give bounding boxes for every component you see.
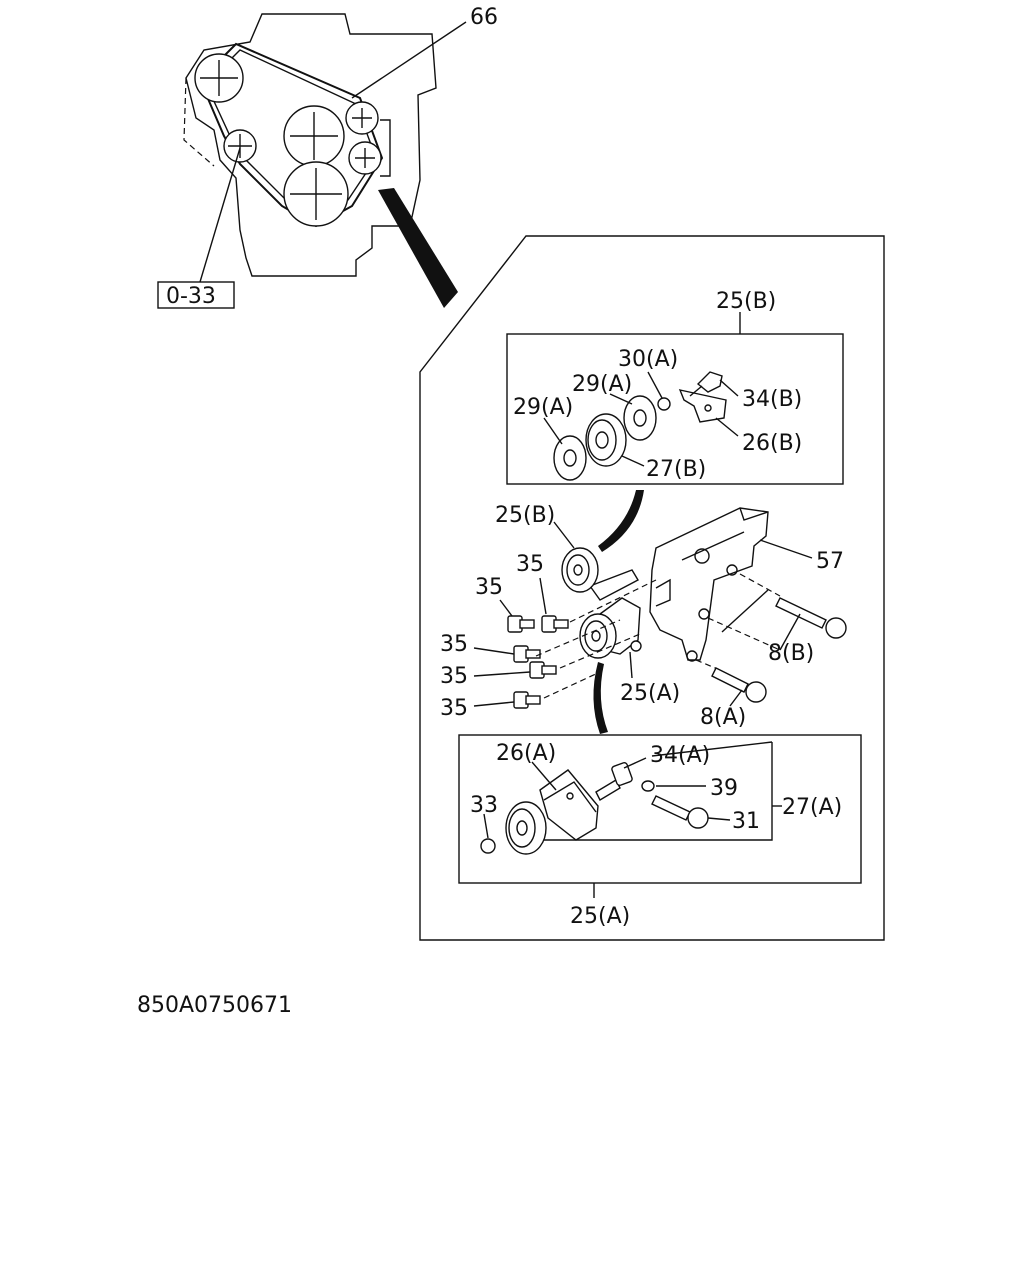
detail-pointer	[378, 188, 458, 308]
callout-57: 57	[816, 549, 844, 574]
bracket-26b	[678, 389, 727, 423]
callout-25a-bottom: 25(A)	[570, 904, 630, 929]
callout-0-33: 0-33	[166, 284, 216, 309]
bolt-35-2	[541, 615, 569, 633]
nut-33	[480, 838, 496, 854]
callout-39: 39	[710, 776, 738, 801]
callout-33: 33	[470, 793, 498, 818]
bracket-57	[649, 507, 769, 661]
figure-id: 850A0750671	[137, 993, 292, 1018]
bolt-35-5	[513, 691, 541, 709]
bolt-35-4	[529, 661, 557, 679]
callout-27a: 27(A)	[782, 795, 842, 820]
subassembly-25b: 25(B) 29(A) 29(A) 30(A) 34(B) 26(B) 27(	[506, 289, 844, 485]
washer-39	[641, 780, 655, 792]
callout-31: 31	[732, 809, 760, 834]
callout-35-d: 35	[440, 664, 468, 689]
bolt-8b	[775, 597, 847, 639]
callout-35-b: 35	[475, 575, 503, 600]
callout-8b: 8(B)	[768, 641, 814, 666]
connector-25a	[593, 662, 608, 734]
engine-overview: 66 0-33	[157, 5, 498, 309]
detail-frame	[419, 235, 885, 941]
box-25b	[506, 333, 844, 485]
callout-34b: 34(B)	[742, 387, 802, 412]
bolt-34a	[595, 762, 633, 801]
nut-30a	[657, 397, 671, 411]
callout-30a: 30(A)	[618, 347, 678, 372]
callout-34a: 34(A)	[650, 743, 710, 768]
callout-25b-top: 25(B)	[716, 289, 776, 314]
callout-27b: 27(B)	[646, 457, 706, 482]
bolt-35-1	[507, 615, 535, 633]
callout-29a-left: 29(A)	[513, 395, 573, 420]
callout-25b-mid: 25(B)	[495, 503, 555, 528]
connector-25b	[598, 490, 644, 552]
callout-35-c: 35	[440, 632, 468, 657]
callout-26a: 26(A)	[496, 741, 556, 766]
bolt-34b	[696, 371, 723, 393]
subassembly-25a: 26(A) 34(A) 39 33 31 27(A) 25(A)	[458, 734, 862, 929]
box-25a	[458, 734, 862, 884]
bolt-31	[651, 795, 709, 829]
callout-35-a: 35	[516, 552, 544, 577]
callout-26b: 26(B)	[742, 431, 802, 456]
callout-25a-mid: 25(A)	[620, 681, 680, 706]
callout-29a-right: 29(A)	[572, 372, 632, 397]
callout-35-e: 35	[440, 696, 468, 721]
callout-8a: 8(A)	[700, 705, 746, 730]
bolt-8a	[711, 667, 767, 703]
callout-66: 66	[470, 5, 498, 30]
main-bracket-assembly: 25(B) 57 8(B) 8(A) 25(A) 35 35 35 35 35	[440, 503, 847, 730]
bolt-35-3	[513, 645, 541, 663]
callout-box-0-33	[157, 281, 235, 309]
